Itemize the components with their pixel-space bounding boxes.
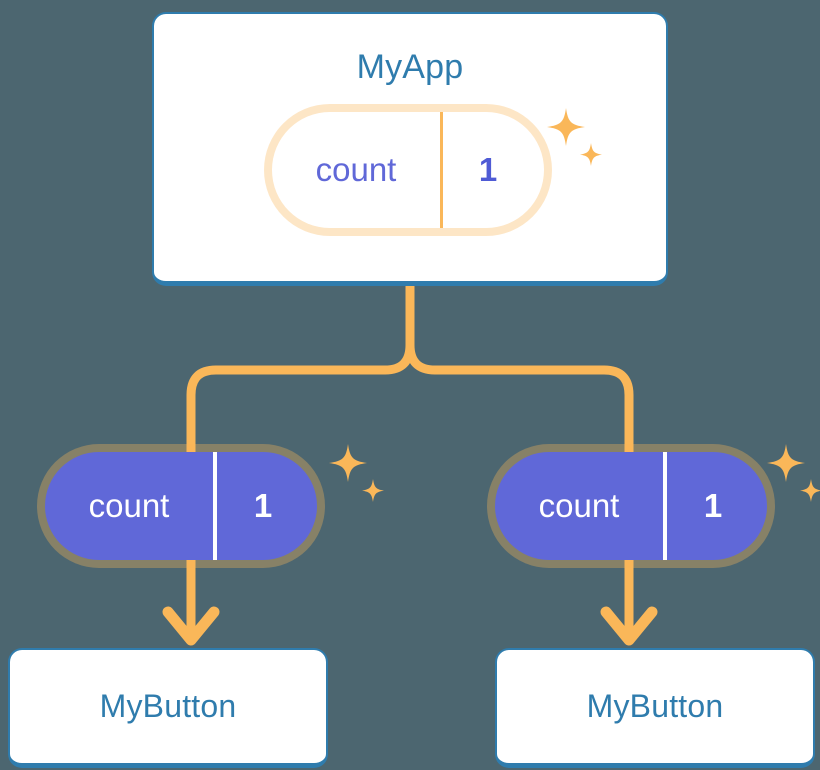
state-key-label: count [272, 112, 443, 228]
state-key-label: count [495, 452, 667, 560]
state-key-label: count [45, 452, 217, 560]
state-value-label: 1 [703, 487, 723, 524]
arrow-down-icon-right [600, 555, 658, 646]
state-pill-body: count 1 [45, 452, 317, 560]
branch-line-left [186, 281, 415, 475]
state-pill-child-right[interactable]: count 1 [495, 452, 767, 560]
state-pill-child-left[interactable]: count 1 [45, 452, 317, 560]
state-pill-myapp[interactable]: count 1 [272, 112, 544, 228]
component-card-mybutton-right[interactable]: MyButton [495, 648, 815, 768]
state-value-label: 1 [253, 487, 273, 524]
component-title-mybutton-left: MyButton [99, 688, 237, 724]
component-card-mybutton-left[interactable]: MyButton [8, 648, 328, 768]
state-pill-body: count 1 [272, 112, 544, 228]
component-title-mybutton-right: MyButton [586, 688, 724, 724]
state-value-label: 1 [478, 151, 498, 188]
state-pill-body: count 1 [495, 452, 767, 560]
branch-line-right [405, 281, 634, 475]
component-title-myapp: MyApp [356, 48, 464, 86]
arrow-down-icon-left [162, 555, 220, 646]
